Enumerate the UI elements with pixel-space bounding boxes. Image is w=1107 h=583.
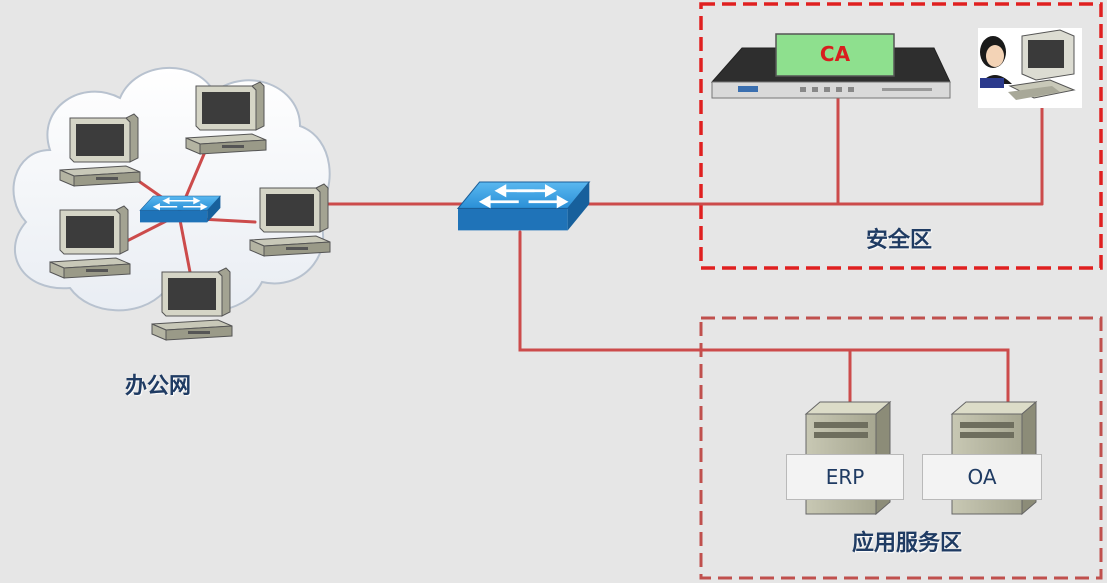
security-zone-label: 安全区 — [866, 228, 933, 253]
app-zone-border — [699, 316, 1103, 580]
ca-server-icon — [710, 33, 951, 99]
erp-label: ERP — [786, 454, 904, 500]
security-zone-border — [699, 2, 1103, 270]
office-network-label: 办公网 — [125, 374, 192, 399]
workstation-icon — [185, 81, 267, 155]
workstation-icon — [249, 183, 331, 257]
admin-user-icon — [978, 28, 1082, 108]
workstation-icon — [151, 267, 233, 341]
oa-label: OA — [922, 454, 1042, 500]
switch-icon — [456, 180, 591, 232]
ca-label: CA — [819, 42, 851, 66]
workstation-icon — [49, 205, 131, 279]
switch-icon — [139, 195, 222, 224]
app-zone-label: 应用服务区 — [852, 531, 963, 556]
workstation-icon — [59, 113, 141, 187]
